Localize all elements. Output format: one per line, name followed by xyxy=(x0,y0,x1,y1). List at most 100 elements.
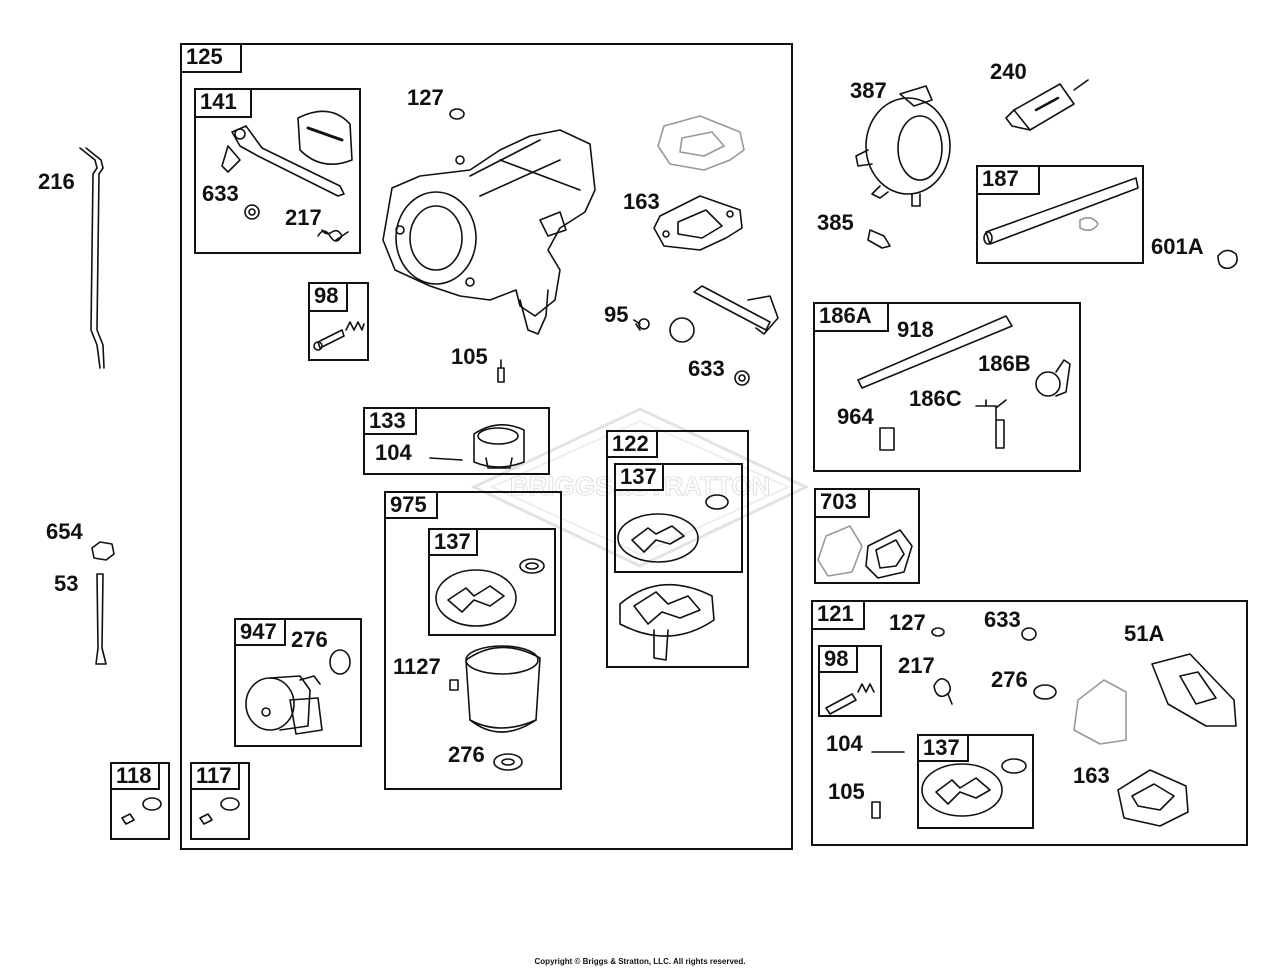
washer-276c-icon xyxy=(1034,685,1056,699)
copyright-notice: Copyright © Briggs & Stratton, LLC. All … xyxy=(534,957,746,966)
box-tag-122[interactable]: 122 xyxy=(608,432,658,458)
callout-186B[interactable]: 186B xyxy=(978,351,1031,376)
callout-105b[interactable]: 105 xyxy=(828,779,865,804)
group-box-98 xyxy=(308,282,369,361)
callout-633b[interactable]: 633 xyxy=(688,356,725,381)
callout-918[interactable]: 918 xyxy=(897,317,934,342)
callout-601A[interactable]: 601A xyxy=(1151,234,1204,259)
box-tag-98[interactable]: 98 xyxy=(310,284,348,312)
plug-127-icon xyxy=(450,109,464,119)
box-tag-186A[interactable]: 186A xyxy=(815,304,889,332)
group-box-141 xyxy=(194,88,361,254)
group-box-117 xyxy=(190,762,250,840)
float-bowl-975-icon xyxy=(466,646,540,732)
callout-276b[interactable]: 276 xyxy=(448,742,485,767)
gasket-163b-icon xyxy=(1118,770,1188,826)
callout-105a[interactable]: 105 xyxy=(451,344,488,369)
gasket-163-ghost-icon xyxy=(658,116,744,170)
nut-654-icon xyxy=(92,542,114,560)
gasket-51A-ghost-icon xyxy=(1074,680,1126,744)
idle-screw-98b-icon xyxy=(826,684,874,714)
box-tag-121[interactable]: 121 xyxy=(813,602,865,630)
fuel-pump-387-icon xyxy=(856,86,950,206)
callout-186C[interactable]: 186C xyxy=(909,386,962,411)
box-tag-133[interactable]: 133 xyxy=(365,409,417,435)
group-box-947 xyxy=(234,618,362,747)
hose-918-icon xyxy=(858,316,1012,388)
callout-216[interactable]: 216 xyxy=(38,169,75,194)
callout-633a[interactable]: 633 xyxy=(202,181,239,206)
gasket-163-icon xyxy=(654,196,742,250)
gasket-137a-icon xyxy=(436,570,516,626)
box-tag-118[interactable]: 118 xyxy=(112,764,160,790)
washer-975-icon xyxy=(520,559,544,573)
washer-137c-icon xyxy=(1002,759,1026,773)
group-box-121 xyxy=(811,600,1248,846)
box-tag-975[interactable]: 975 xyxy=(386,493,438,519)
washer-122-icon xyxy=(706,495,728,509)
callout-964[interactable]: 964 xyxy=(837,404,874,429)
metering-plate-122-icon xyxy=(620,585,714,660)
callout-217a[interactable]: 217 xyxy=(285,205,322,230)
box-tag-187[interactable]: 187 xyxy=(978,167,1040,195)
callout-51A[interactable]: 51A xyxy=(1124,621,1165,646)
screw-1127-icon xyxy=(450,680,458,690)
callout-127b[interactable]: 127 xyxy=(889,610,926,635)
callout-127[interactable]: 127 xyxy=(407,85,444,110)
box-tag-137-in-975[interactable]: 137 xyxy=(430,530,478,556)
group-box-137-in-121 xyxy=(917,734,1034,829)
washer-118-icon xyxy=(143,798,161,810)
hose-187-icon xyxy=(986,178,1138,244)
group-box-975 xyxy=(384,491,562,790)
washer-117-icon xyxy=(221,798,239,810)
callout-276a[interactable]: 276 xyxy=(291,627,328,652)
box-tag-125[interactable]: 125 xyxy=(182,45,242,73)
callout-633c[interactable]: 633 xyxy=(984,607,1021,632)
bushing-633c-icon xyxy=(1022,628,1036,640)
box-tag-137-in-121[interactable]: 137 xyxy=(919,736,969,762)
needle-105b-icon xyxy=(872,802,880,818)
choke-shaft-141-icon xyxy=(222,111,352,196)
throttle-plate-icon xyxy=(670,318,694,342)
callout-1127[interactable]: 1127 xyxy=(393,654,441,679)
screw-95-icon xyxy=(634,319,649,330)
carburetor-body-icon xyxy=(383,130,595,334)
callout-276c[interactable]: 276 xyxy=(991,667,1028,692)
box-tag-117[interactable]: 117 xyxy=(192,764,240,790)
gasket-51A-icon xyxy=(1152,654,1236,726)
group-box-133 xyxy=(363,407,550,475)
gasket-703-ghost-icon xyxy=(818,526,862,576)
group-box-98-in-121 xyxy=(818,645,882,717)
box-tag-947[interactable]: 947 xyxy=(236,620,286,646)
rod-216-icon xyxy=(80,148,104,368)
washer-276-icon xyxy=(494,754,522,770)
box-tag-98-in-121[interactable]: 98 xyxy=(820,647,858,673)
callout-163b[interactable]: 163 xyxy=(1073,763,1110,788)
washer-276a-icon xyxy=(330,650,350,674)
callout-53[interactable]: 53 xyxy=(54,571,79,596)
callout-104a[interactable]: 104 xyxy=(375,440,412,465)
spring-217-icon xyxy=(318,230,348,241)
box-tag-141[interactable]: 141 xyxy=(196,90,252,118)
group-box-137-in-975 xyxy=(428,528,556,636)
gasket-703-icon xyxy=(866,530,912,578)
callout-104b[interactable]: 104 xyxy=(826,731,863,756)
callout-387[interactable]: 387 xyxy=(850,78,887,103)
callout-95[interactable]: 95 xyxy=(604,302,629,327)
group-box-137-in-122 xyxy=(614,463,743,573)
callout-654[interactable]: 654 xyxy=(46,519,83,544)
solenoid-947-icon xyxy=(246,676,322,734)
callout-217b[interactable]: 217 xyxy=(898,653,935,678)
group-box-187 xyxy=(976,165,1144,264)
float-133-icon xyxy=(474,425,524,468)
callout-163a[interactable]: 163 xyxy=(623,189,660,214)
plug-127b-icon xyxy=(932,628,944,636)
callout-240[interactable]: 240 xyxy=(990,59,1027,84)
idle-screw-98-icon xyxy=(314,322,364,350)
screw-117-icon xyxy=(200,814,212,824)
callout-385[interactable]: 385 xyxy=(817,210,854,235)
box-tag-137-in-122[interactable]: 137 xyxy=(616,465,664,491)
box-tag-703[interactable]: 703 xyxy=(816,490,870,518)
fitting-186B-icon xyxy=(1036,360,1070,396)
